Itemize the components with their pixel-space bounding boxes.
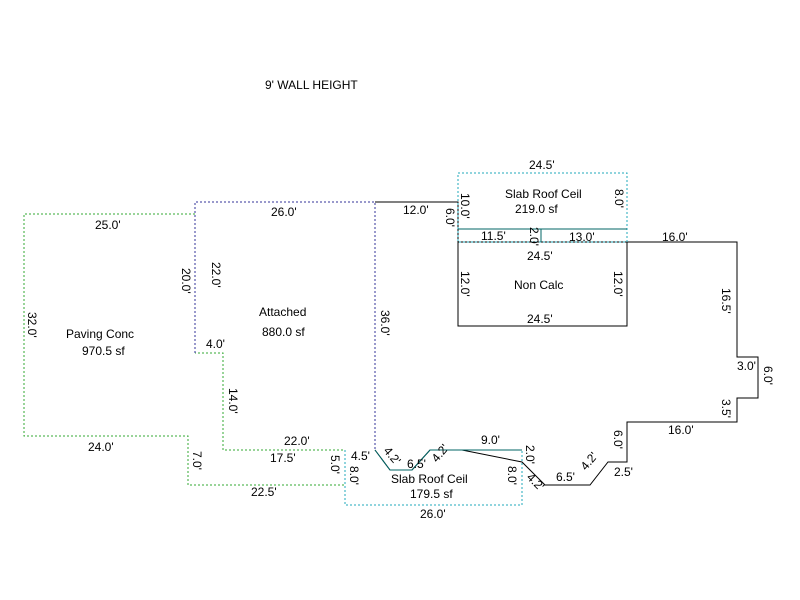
slab-bottom-label: Slab Roof Ceil — [391, 472, 468, 486]
dim-label: 26.0' — [420, 507, 446, 521]
dim-label: 8.0' — [505, 466, 519, 485]
dim-label: 20.0' — [179, 268, 193, 294]
dim-label: 12.0' — [611, 271, 625, 297]
dim-label: 6.5' — [556, 470, 575, 484]
dim-label: 16.0' — [668, 423, 694, 437]
slab-bottom-area: 179.5 sf — [410, 487, 453, 501]
dim-label: 16.0' — [662, 230, 688, 244]
dim-label: 22.0' — [209, 262, 223, 288]
dim-label: 4.2' — [578, 449, 601, 473]
dim-label: 14.0' — [226, 388, 240, 414]
dim-label: 26.0' — [271, 205, 297, 219]
dim-label: 2.0' — [527, 227, 541, 246]
dim-label: 6.0' — [611, 430, 625, 449]
dim-label: 4.0' — [206, 337, 225, 351]
slab-top-area: 219.0 sf — [515, 202, 558, 216]
dim-label: 16.5' — [719, 288, 733, 314]
paving-area: 970.5 sf — [82, 344, 125, 358]
dim-label: 17.5' — [270, 451, 296, 465]
dim-label: 3.0' — [737, 359, 756, 373]
dim-label: 7.0' — [190, 451, 204, 470]
dim-label: 22.0' — [284, 434, 310, 448]
dim-label: 32.0' — [25, 312, 39, 338]
slab-top-label: Slab Roof Ceil — [505, 187, 582, 201]
dim-label: 25.0' — [95, 218, 121, 232]
dim-label: 36.0' — [378, 310, 392, 336]
dim-label: 4.5' — [351, 449, 370, 463]
dim-label: 6.0' — [443, 208, 457, 227]
dim-label: 12.0' — [403, 203, 429, 217]
dim-label: 12.0' — [458, 271, 472, 297]
dim-label: 22.5' — [251, 485, 277, 499]
dim-label: 13.0' — [569, 230, 595, 244]
noncalc-outline — [457, 241, 628, 327]
dim-label: 4.2' — [524, 470, 547, 493]
slab-top-outline — [457, 172, 628, 243]
house-wall-outline — [374, 201, 759, 486]
attached-outline — [194, 201, 376, 450]
dim-label: 5.0' — [328, 455, 342, 474]
dim-label: 3.5' — [719, 399, 733, 418]
wall-height-title: 9' WALL HEIGHT — [265, 78, 358, 92]
attached-label: Attached — [259, 305, 306, 319]
paving-label: Paving Conc — [66, 327, 134, 341]
attached-area: 880.0 sf — [262, 325, 305, 339]
dim-label: 4.2' — [381, 444, 404, 468]
dim-label: 24.5' — [527, 312, 553, 326]
dim-label: 2.5' — [614, 465, 633, 479]
dim-label: 24.5' — [527, 249, 553, 263]
noncalc-label: Non Calc — [514, 278, 563, 292]
dim-label: 8.0' — [612, 189, 626, 208]
dim-label: 4.2' — [429, 441, 452, 465]
dim-label: 24.0' — [88, 440, 114, 454]
dim-label: 11.5' — [481, 229, 506, 243]
paving-outline — [23, 213, 346, 486]
dim-label: 10.0' — [458, 193, 472, 219]
dim-label: 9.0' — [481, 433, 500, 447]
dim-label: 24.5' — [529, 158, 555, 172]
dim-label: 6.0' — [761, 366, 775, 385]
slab-bottom-inner-wall — [374, 449, 522, 471]
dim-label: 8.0' — [347, 466, 361, 485]
dim-label: 6.5' — [407, 457, 426, 471]
dim-label: 2.0' — [523, 445, 537, 464]
